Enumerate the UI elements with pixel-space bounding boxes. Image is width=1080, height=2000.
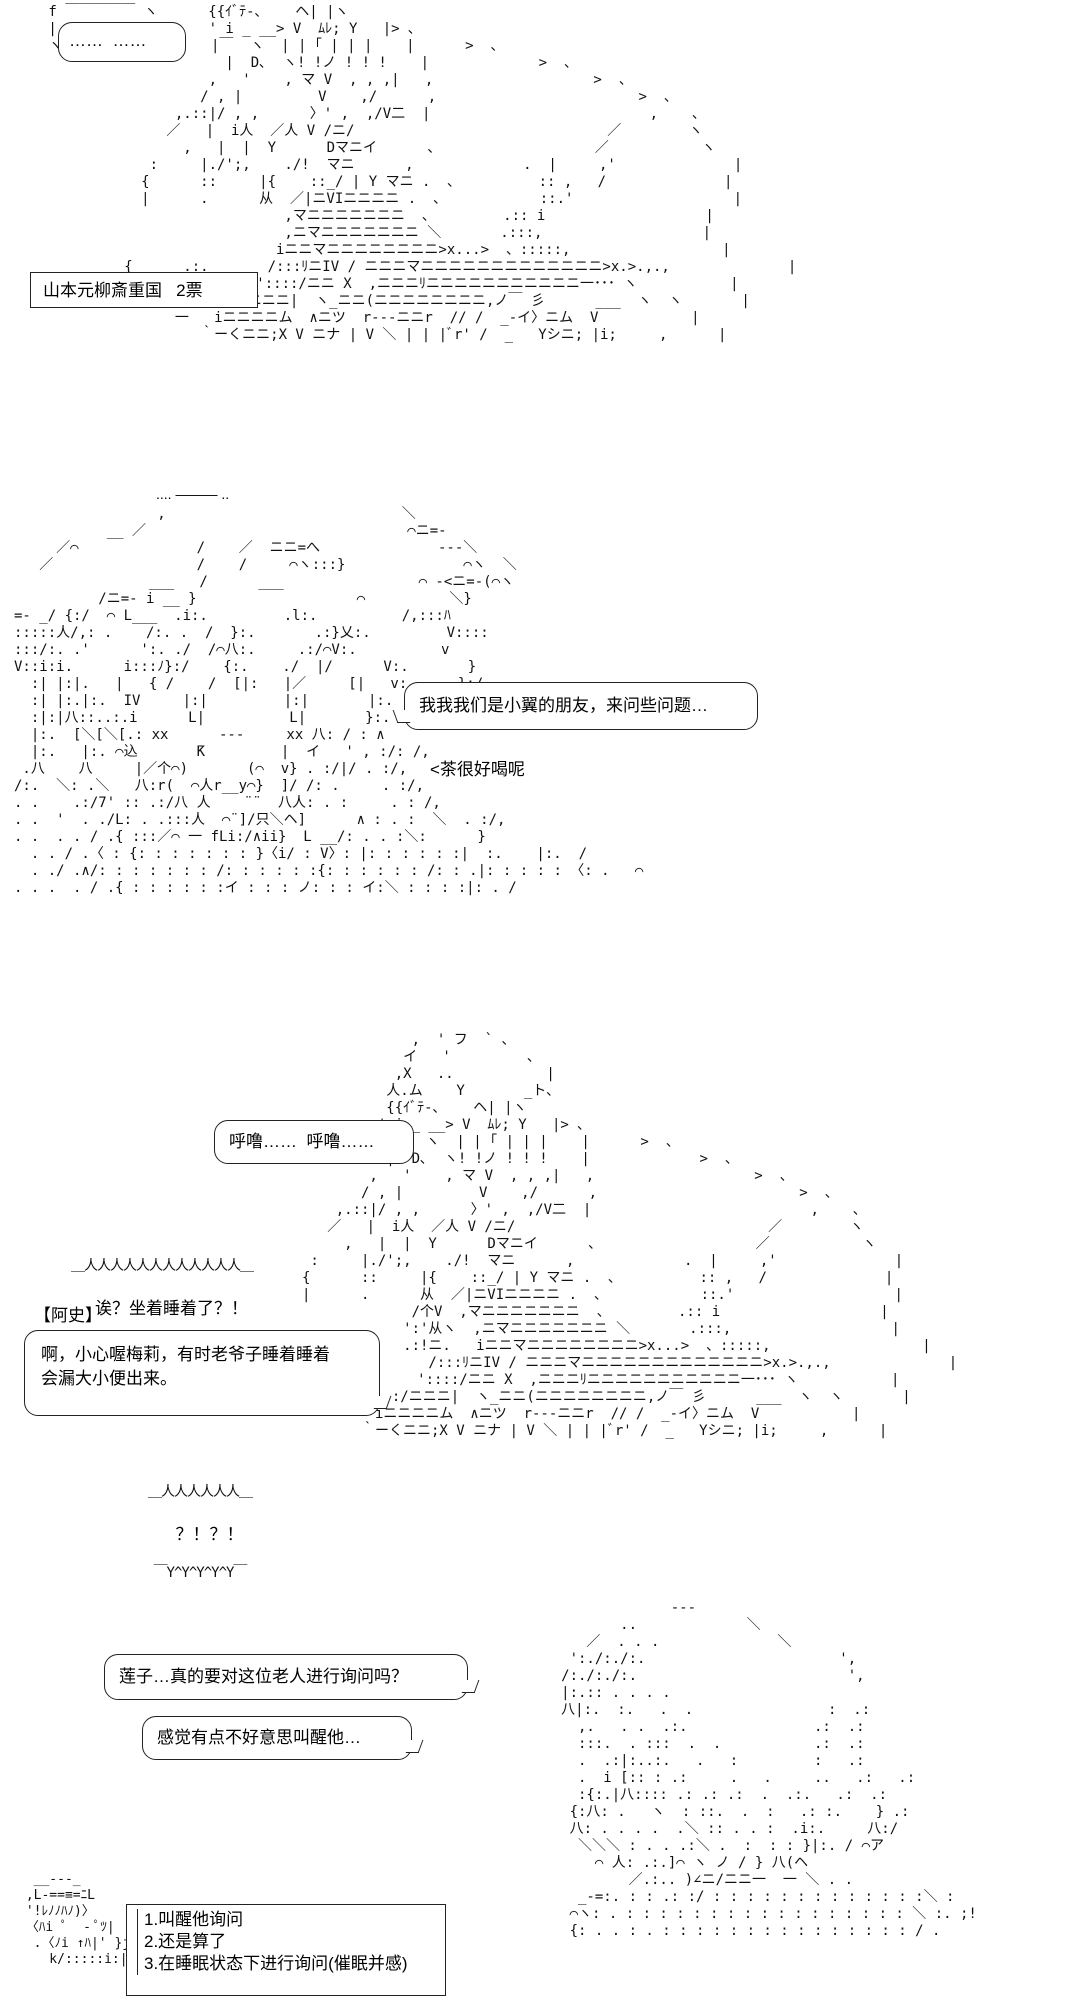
caption-ellipsis: .... ――― .. — [156, 486, 230, 502]
speech-bubble-hesitant: 感觉有点不好意思叫醒他… — [142, 1716, 412, 1760]
zigzag-top: ＿人人人人人人人人人人人人＿ — [71, 1258, 254, 1274]
ascii-art-two-characters: , ＼ __ ／ ⌒ニ=- ／⌒ / ／ ニニ=へ ---＼ ／ / / ⌒ヽ:… — [14, 506, 644, 896]
speech-bubble-snore: 呼噜…… 呼噜…… — [214, 1120, 414, 1164]
panel-3: , ' フ ` 、 イ ' 、 ,X .. | 人.ム Y _ト、 — [0, 1020, 1080, 1581]
ascii-art-character-sleeping: , ' フ ` 、 イ ' 、 ,X .. | 人.ム Y _ト、 — [285, 1032, 958, 1439]
shout-text-1: 诶？坐着睡着了？！ — [94, 1299, 248, 1318]
vote-count-box: 山本元柳斎重国 2票 — [30, 272, 258, 308]
speech-bubble-ellipsis: …… …… — [58, 22, 186, 62]
speech-bubble-warning: 啊，小心喔梅莉，有时老爷子睡着睡着 会漏大小便出来。 — [24, 1330, 380, 1416]
ascii-art-character-back: --- .. ＼ ／ . . . ＼ ':./:./:. ', /:./:./:… — [561, 1600, 977, 1939]
panel-2: .... ――― .. , ＼ __ ／ ⌒ニ=- ／⌒ / ／ ニニ=へ --… — [0, 470, 1080, 990]
zigzag-top-2: ＿人人人人人人＿ — [148, 1484, 253, 1500]
speech-bubble-renko: 莲子…真的要对这位老人进行询问吗？ — [104, 1654, 468, 1700]
exclamation-shout-2: ＿人人人人人人＿ ？！？！ ￣Y^Y^Y^Y^Y￣ — [118, 1444, 282, 1621]
shout-text-2: ？！？！ — [175, 1525, 244, 1544]
panel-1: f ￣￣￣￣￣ ヽ {{ｲﾞﾃ-､ ヘ| |ヽ | …… …… | ' i _ … — [0, 0, 1080, 440]
aside-text: <茶很好喝呢 — [430, 760, 525, 779]
choice-menu: 1.叫醒他询问 2.还是算了 3.在睡眠状态下进行询问(催眠并感) — [126, 1904, 446, 1996]
zigzag-bottom-2: ￣Y^Y^Y^Y^Y￣ — [153, 1565, 248, 1581]
speaker-name-tag: 【阿史】 — [34, 1306, 102, 1325]
choice-option-1[interactable]: 1.叫醒他询问 — [137, 1909, 435, 1931]
choice-option-2[interactable]: 2.还是算了 — [137, 1931, 435, 1953]
panel-4: --- .. ＼ ／ . . . ＼ ':./:./:. ', /:./:./:… — [0, 1600, 1080, 2000]
choice-option-3[interactable]: 3.在睡眠状态下进行询问(催眠并感) — [137, 1953, 435, 1975]
speech-bubble-question: 我我我们是小翼的朋友，来问些问题… — [404, 682, 758, 730]
ascii-art-chibi-face: __---_ ,L-==≡=ﾆL '!ﾚﾉﾉﾊﾉ)〉 〈ﾊi ﾟ - ﾟﾂ| .… — [25, 1872, 131, 1967]
